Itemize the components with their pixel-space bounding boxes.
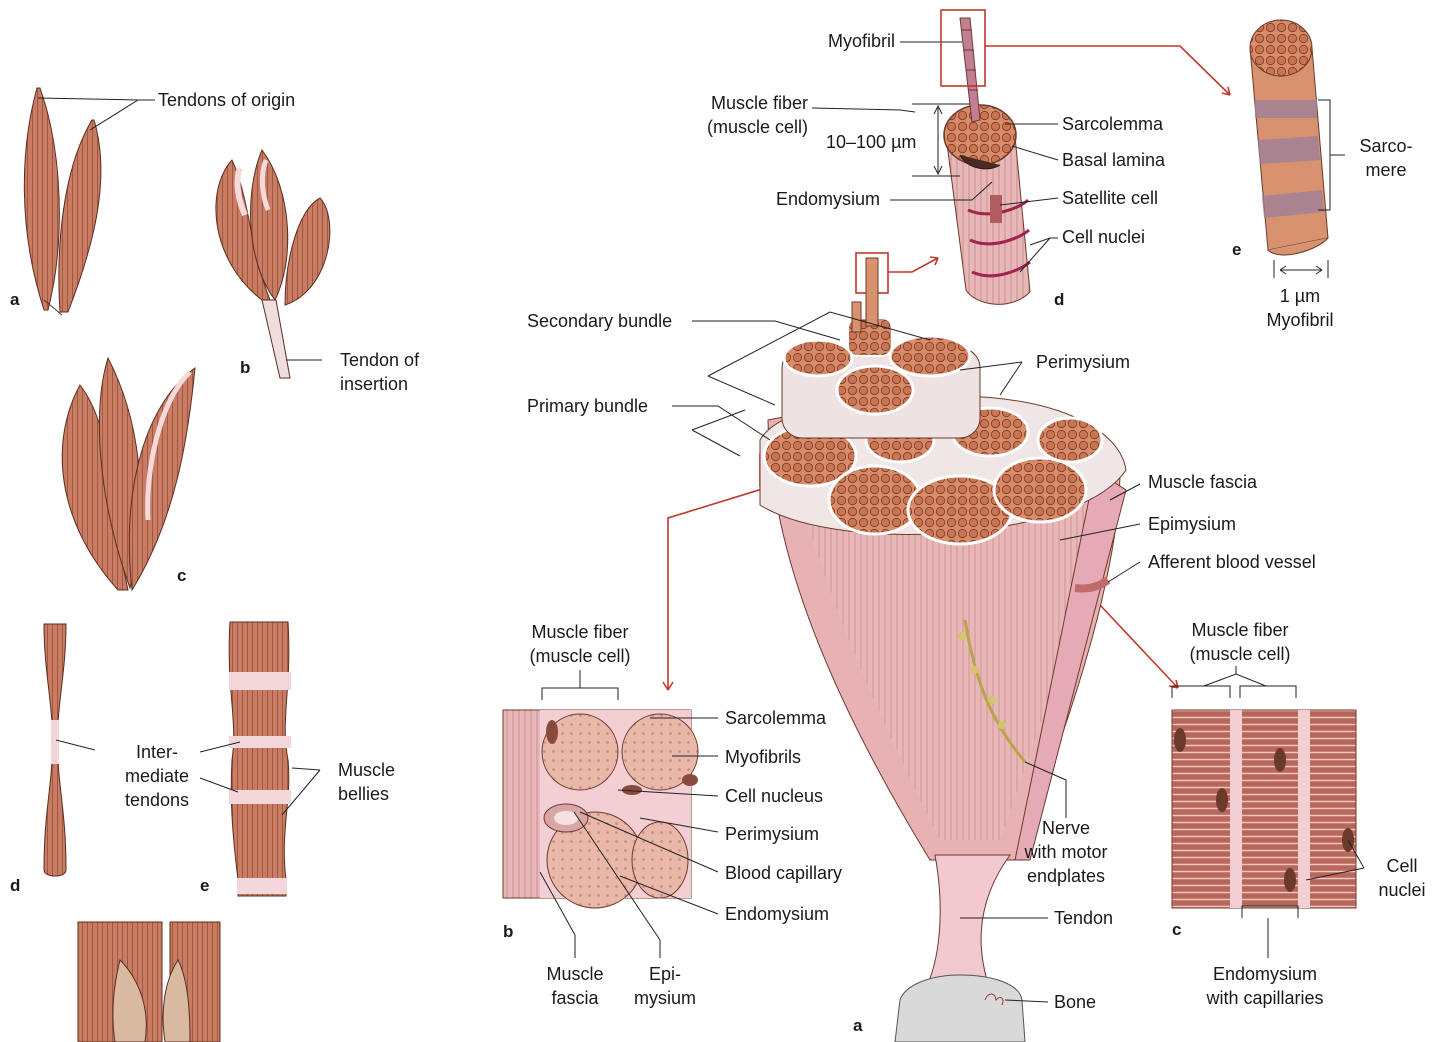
label-muscle-bellies-2: bellies xyxy=(338,784,389,805)
label-tendons-of-origin: Tendons of origin xyxy=(158,90,295,111)
label-intermediate-tendons-3: tendons xyxy=(112,790,202,811)
label-tendon-of-insertion-2: insertion xyxy=(340,374,408,395)
myofibril-cylinder xyxy=(1250,20,1328,255)
label-muscle-fiber-b-2: (muscle cell) xyxy=(510,646,650,667)
label-perimysium-b: Perimysium xyxy=(725,824,819,845)
muscle-shape-e xyxy=(229,622,291,896)
label-muscle-fiber-d-2: (muscle cell) xyxy=(690,117,808,138)
label-muscle-bellies-1: Muscle xyxy=(338,760,395,781)
label-epimysium-b-1: Epi- xyxy=(630,964,700,985)
label-muscle-fiber-c-1: Muscle fiber xyxy=(1170,620,1310,641)
label-sarcolemma-d: Sarcolemma xyxy=(1062,114,1163,135)
letter-cross-b: b xyxy=(503,922,513,942)
label-sarcomere-2: mere xyxy=(1346,160,1426,181)
label-myofibril-d: Myofibril xyxy=(780,31,895,52)
cross-section-square xyxy=(503,710,698,908)
label-intermediate-tendons-1: Inter- xyxy=(112,742,202,763)
label-cell-nucleus: Cell nucleus xyxy=(725,786,823,807)
label-secondary-bundle: Secondary bundle xyxy=(527,311,672,332)
label-muscle-fascia-b-1: Muscle xyxy=(530,964,620,985)
letter-fiber-d: d xyxy=(1054,290,1064,310)
muscle-shape-b xyxy=(216,150,330,378)
label-1um: 1 µm xyxy=(1250,286,1350,307)
muscle-shape-c xyxy=(62,358,195,590)
label-epimysium-a: Epimysium xyxy=(1148,514,1236,535)
label-cell-nuclei-c-2: nuclei xyxy=(1372,880,1432,901)
label-intermediate-tendons-2: mediate xyxy=(112,766,202,787)
label-nerve-3: endplates xyxy=(1016,866,1116,887)
letter-left-a: a xyxy=(10,290,19,310)
muscle-fiber-cylinder xyxy=(944,105,1030,304)
myofibril-strand xyxy=(960,18,980,122)
label-afferent-blood-vessel: Afferent blood vessel xyxy=(1148,552,1316,573)
label-cell-nuclei-c-1: Cell xyxy=(1372,856,1432,877)
label-epimysium-b-2: mysium xyxy=(630,988,700,1009)
label-nerve-2: with motor xyxy=(1016,842,1116,863)
label-basal-lamina: Basal lamina xyxy=(1062,150,1165,171)
label-muscle-fascia-a: Muscle fascia xyxy=(1148,472,1257,493)
label-muscle-fiber-b-1: Muscle fiber xyxy=(510,622,650,643)
label-myofibrils: Myofibrils xyxy=(725,747,801,768)
letter-left-e: e xyxy=(200,876,209,896)
muscle-cross-section-top xyxy=(760,258,1126,544)
label-cell-nuclei-d: Cell nuclei xyxy=(1062,227,1145,248)
label-sarcomere-1: Sarco- xyxy=(1346,136,1426,157)
letter-left-c: c xyxy=(177,566,186,586)
letter-main-a: a xyxy=(853,1016,862,1036)
label-endomysium-c-1: Endomysium xyxy=(1185,964,1345,985)
label-myofibril-e: Myofibril xyxy=(1250,310,1350,331)
label-sarcolemma-b: Sarcolemma xyxy=(725,708,826,729)
label-nerve-1: Nerve xyxy=(1016,818,1116,839)
muscle-shape-f xyxy=(78,922,220,1042)
label-blood-capillary: Blood capillary xyxy=(725,863,842,884)
letter-left-b: b xyxy=(240,358,250,378)
label-tendon-of-insertion-1: Tendon of xyxy=(340,350,419,371)
longitudinal-square xyxy=(1172,710,1356,908)
label-endomysium-b: Endomysium xyxy=(725,904,829,925)
label-bone: Bone xyxy=(1054,992,1096,1013)
letter-longitudinal-c: c xyxy=(1172,920,1181,940)
label-muscle-fascia-b-2: fascia xyxy=(530,988,620,1009)
letter-left-d: d xyxy=(10,876,20,896)
letter-myofibril-e: e xyxy=(1232,240,1241,260)
label-muscle-fiber-c-2: (muscle cell) xyxy=(1170,644,1310,665)
label-satellite-cell: Satellite cell xyxy=(1062,188,1158,209)
label-tendon: Tendon xyxy=(1054,908,1113,929)
muscle-shape-d xyxy=(44,624,66,876)
label-muscle-fiber-d-1: Muscle fiber xyxy=(690,93,808,114)
label-primary-bundle: Primary bundle xyxy=(527,396,648,417)
tendon-and-bone xyxy=(895,855,1025,1042)
muscle-shape-a xyxy=(24,88,101,315)
label-endomysium-c-2: with capillaries xyxy=(1185,988,1345,1009)
label-diameter: 10–100 µm xyxy=(826,132,916,153)
label-perimysium-a: Perimysium xyxy=(1036,352,1130,373)
label-endomysium-d: Endomysium xyxy=(740,189,880,210)
